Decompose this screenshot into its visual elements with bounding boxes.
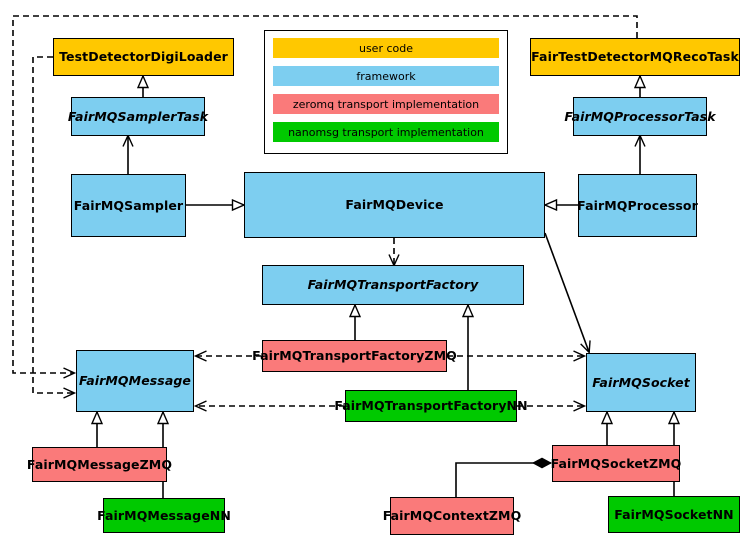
node-label: FairMQSocketZMQ [550,455,682,471]
node-fair-mq-socket-nn[interactable]: FairMQSocketNN [608,496,740,533]
node-label: FairMQSocket [592,374,690,390]
node-label: FairMQMessage [79,373,192,388]
legend-panel: user code framework zeromq transport imp… [264,30,508,154]
node-test-detector-digi-loader[interactable]: TestDetectorDigiLoader [53,38,234,76]
legend-item-framework: framework [273,66,499,86]
node-fair-mq-transport-factory[interactable]: FairMQTransportFactory [262,265,524,305]
node-label: FairMQSocketNN [614,506,734,522]
legend-item-nanomsg: nanomsg transport implementation [273,122,499,142]
node-fair-mq-processor-task[interactable]: FairMQProcessorTask [564,97,716,136]
node-label: FairMQTransportFactoryZMQ [252,348,457,363]
node-label: FairMQContextZMQ [382,508,522,523]
node-fair-mq-message-zmq[interactable]: FairMQMessageZMQ [27,447,172,482]
legend-item-zeromq: zeromq transport implementation [273,94,499,114]
legend-item-user-code: user code [273,38,499,58]
legend-label-zeromq: zeromq transport implementation [292,97,480,111]
node-label: FairMQMessageZMQ [26,456,173,472]
node-label: FairMQSampler [73,197,184,213]
legend-label-framework: framework [356,69,416,83]
node-fair-mq-sampler[interactable]: FairMQSampler [71,174,186,237]
node-fair-mq-message-nn[interactable]: FairMQMessageNN [97,498,231,533]
node-fair-mq-transport-factory-zmq[interactable]: FairMQTransportFactoryZMQ [252,340,457,372]
node-fair-mq-message[interactable]: FairMQMessage [76,350,194,412]
node-label: FairMQDevice [345,197,444,212]
node-label: FairMQSamplerTask [67,108,209,124]
node-label: FairMQTransportFactoryNN [334,398,528,413]
node-label: TestDetectorDigiLoader [59,49,228,64]
node-fair-test-detector-mq-reco-task[interactable]: FairTestDetectorMQRecoTask [530,38,740,76]
node-fair-mq-device[interactable]: FairMQDevice [244,172,545,238]
node-label: FairMQTransportFactory [307,277,479,292]
node-fair-mq-transport-factory-nn[interactable]: FairMQTransportFactoryNN [334,390,528,422]
node-fair-mq-context-zmq[interactable]: FairMQContextZMQ [383,497,521,535]
node-fair-mq-socket-zmq[interactable]: FairMQSocketZMQ [551,445,681,482]
node-fair-mq-processor[interactable]: FairMQProcessor [577,174,698,237]
legend-label-user-code: user code [358,41,414,55]
node-label: FairMQMessageNN [97,507,231,523]
legend-label-nanomsg: nanomsg transport implementation [288,125,484,139]
node-fair-mq-socket[interactable]: FairMQSocket [586,353,696,412]
node-fair-mq-sampler-task[interactable]: FairMQSamplerTask [68,97,208,136]
node-label: FairTestDetectorMQRecoTask [531,49,739,64]
node-label: FairMQProcessorTask [564,108,716,124]
node-label: FairMQProcessor [577,197,698,213]
